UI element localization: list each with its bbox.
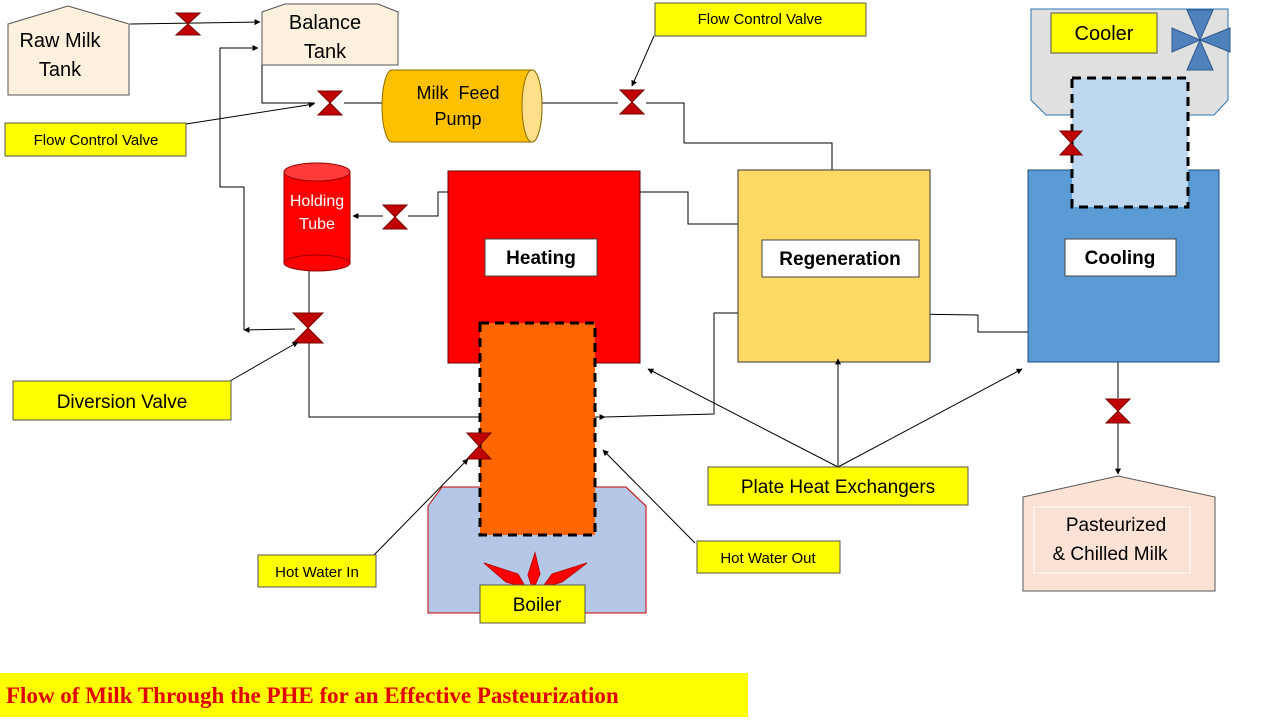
valve-icon (174, 12, 202, 36)
pasteurized-milk-tank: Pasteurized & Chilled Milk (1022, 475, 1216, 592)
pasteurized-tank-label-line2: & Chilled Milk (1052, 544, 1168, 565)
milk-feed-pump: Milk Feed Pump (381, 69, 543, 143)
callout-flow-control-valve-left: Flow Control Valve (4, 122, 187, 157)
balance-tank-label-line2: Tank (304, 41, 347, 63)
valve-icon (618, 89, 646, 115)
valve-icon (316, 90, 344, 116)
pump-label-line1: Milk Feed (416, 83, 499, 103)
valve-icon (465, 432, 493, 460)
holding-tube: Holding Tube (283, 162, 351, 272)
valve-icon (291, 312, 325, 344)
callout-flow-control-valve-top: Flow Control Valve (654, 2, 867, 37)
flame-icon (483, 551, 588, 592)
balance-tank-label-line1: Balance (289, 12, 361, 34)
raw-milk-tank: Raw Milk Tank (7, 5, 130, 96)
cooler-label-box (1050, 12, 1158, 54)
callout-diversion-valve: Diversion Valve (12, 380, 232, 421)
valve-icon (1104, 398, 1132, 424)
pipe-diversion-return (243, 326, 296, 333)
heating-coil (478, 321, 597, 537)
valve-icon (381, 204, 409, 230)
plate-heat-exchangers-label: Plate Heat Exchangers (741, 477, 935, 498)
pipe-return-to-balance (219, 45, 259, 330)
hot-water-out-label: Hot Water Out (720, 550, 816, 567)
callout-plate-heat-exchangers: Plate Heat Exchangers (707, 466, 969, 506)
heating-label: Heating (506, 248, 576, 269)
diversion-valve-label: Diversion Valve (57, 392, 188, 413)
title-banner: Flow of Milk Through the PHE for an Effe… (0, 673, 748, 717)
balance-tank: Balance Tank (261, 3, 399, 66)
pasteurized-tank-label-line1: Pasteurized (1066, 515, 1166, 536)
raw-milk-tank-label-line1: Raw Milk (19, 30, 101, 52)
regeneration-section: Regeneration (737, 169, 931, 363)
pipe-raw-to-balance (129, 19, 261, 26)
diagram-title: Flow of Milk Through the PHE for an Effe… (6, 683, 619, 708)
pipe-balance-to-valve (261, 65, 315, 104)
cooling-label: Cooling (1085, 248, 1156, 269)
cooler-label: Cooler (1075, 23, 1134, 45)
pump-label-line2: Pump (434, 109, 481, 129)
hot-water-in-label: Hot Water In (275, 564, 359, 581)
boiler-label-box (479, 584, 586, 624)
fan-icon (1171, 9, 1231, 71)
raw-milk-tank-label-line2: Tank (39, 59, 82, 81)
callout-hot-water-in: Hot Water In (257, 554, 377, 588)
valve-icon (1058, 130, 1084, 156)
flow-control-valve-top-label: Flow Control Valve (698, 11, 823, 28)
boiler-label: Boiler (513, 595, 562, 616)
holding-tube-label-line2: Tube (299, 216, 335, 233)
callout-hot-water-out: Hot Water Out (696, 540, 841, 574)
valves (174, 12, 1132, 460)
holding-tube-label-line1: Holding (290, 193, 344, 210)
cooler-coil (1070, 76, 1190, 209)
callout-leaders (185, 35, 1023, 556)
regeneration-label: Regeneration (779, 249, 900, 270)
flow-control-valve-left-label: Flow Control Valve (34, 132, 159, 149)
